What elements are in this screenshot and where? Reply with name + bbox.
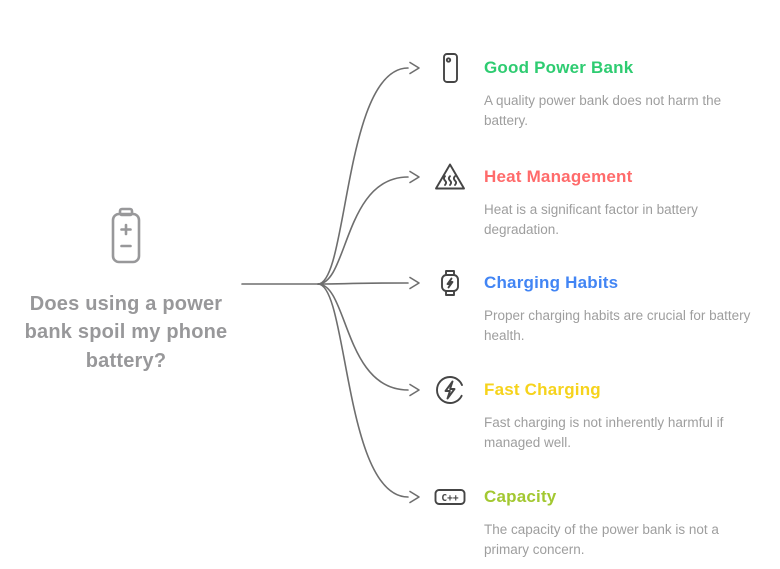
branch-title: Capacity	[484, 487, 557, 506]
branch-description: A quality power bank does not harm the b…	[484, 93, 722, 129]
capacity-icon-label: C++	[441, 493, 458, 504]
arrowhead-icon	[409, 170, 420, 184]
branch-good-power-bank: Good Power Bank A quality power bank doe…	[432, 50, 754, 132]
branch-description: Fast charging is not inherently harmful …	[484, 415, 724, 451]
branch-description: Proper charging habits are crucial for b…	[484, 308, 751, 344]
arrowhead-icon	[409, 490, 420, 504]
center-node: Does using a power bank spoil my phone b…	[18, 206, 234, 375]
battery-icon	[111, 207, 141, 264]
branch-title: Charging Habits	[484, 273, 619, 292]
branch-content: Fast Charging Fast charging is not inher…	[484, 372, 752, 454]
arrowhead-icon	[409, 61, 420, 75]
watch-charging-icon	[432, 265, 468, 301]
branch-capacity: C++ Capacity The capacity of the power b…	[432, 479, 754, 561]
branch-content: Heat Management Heat is a significant fa…	[484, 159, 752, 241]
branch-title: Fast Charging	[484, 380, 601, 399]
branch-content: Charging Habits Proper charging habits a…	[484, 265, 752, 347]
branch-content: Capacity The capacity of the power bank …	[484, 479, 752, 561]
branch-charging-habits: Charging Habits Proper charging habits a…	[432, 265, 754, 347]
branch-content: Good Power Bank A quality power bank doe…	[484, 50, 752, 132]
branch-title: Heat Management	[484, 167, 633, 186]
center-question: Does using a power bank spoil my phone b…	[24, 293, 228, 372]
branch-title: Good Power Bank	[484, 58, 634, 77]
heat-warning-icon	[432, 159, 468, 195]
arrowhead-icon	[409, 383, 420, 397]
branch-fast-charging: Fast Charging Fast charging is not inher…	[432, 372, 754, 454]
branch-description: Heat is a significant factor in battery …	[484, 202, 698, 238]
fast-charging-icon	[432, 372, 468, 408]
branch-description: The capacity of the power bank is not a …	[484, 522, 719, 558]
branch-heat-management: Heat Management Heat is a significant fa…	[432, 159, 754, 241]
power-bank-icon	[432, 50, 468, 86]
arrowhead-icon	[409, 276, 420, 290]
capacity-icon: C++	[432, 479, 468, 515]
